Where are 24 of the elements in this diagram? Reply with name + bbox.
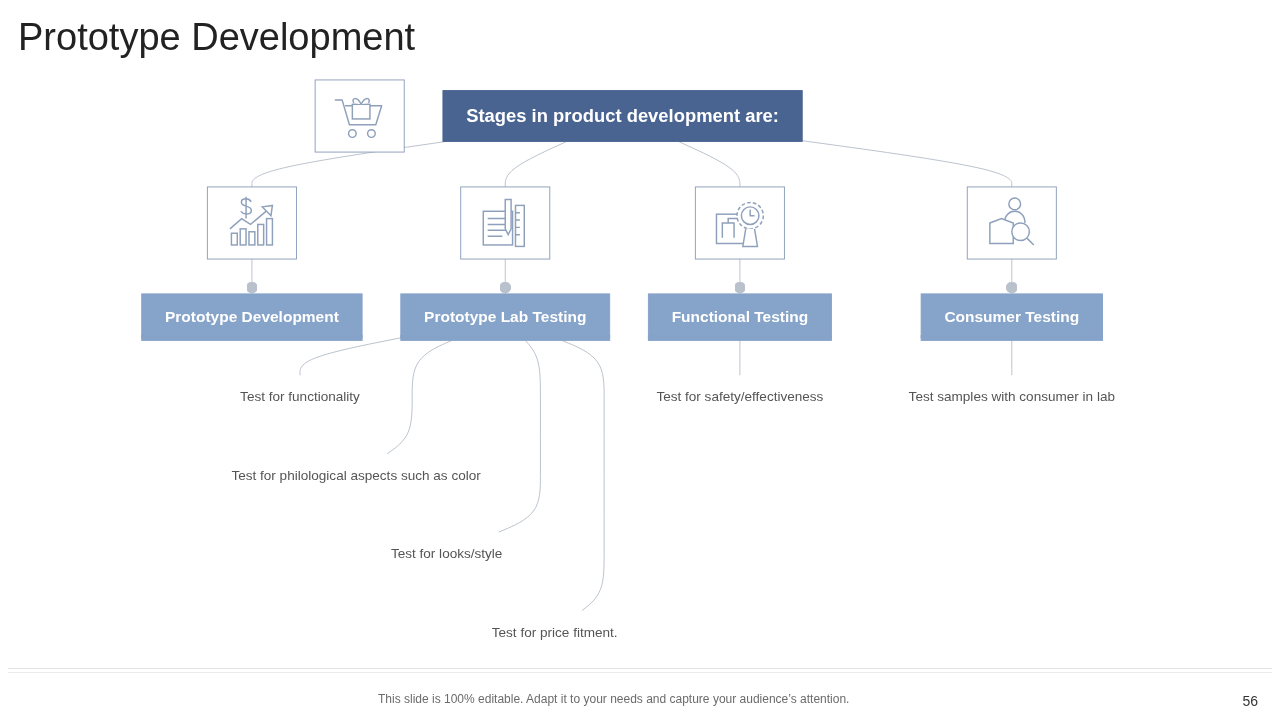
connector-line bbox=[739, 339, 741, 376]
connector-line bbox=[498, 339, 541, 533]
list-item-text: Test for philological aspects such as color bbox=[231, 467, 481, 483]
footer-note: This slide is 100% editable. Adapt it to your needs and capture your audience’s attention. bbox=[378, 692, 850, 706]
stage-box: Prototype Lab Testing bbox=[400, 293, 611, 341]
icon-tile bbox=[460, 186, 551, 260]
connector-line bbox=[801, 140, 1013, 188]
list-item-text: Test for safety/effectiveness bbox=[656, 388, 824, 405]
icon-tile bbox=[694, 186, 785, 260]
icon-tile bbox=[206, 186, 297, 260]
list-item-text: Test for price fitment. bbox=[491, 624, 618, 640]
slide-title: Prototype Development bbox=[18, 15, 416, 60]
list-item-text: Test for functionality bbox=[240, 388, 360, 405]
stage-box: Consumer Testing bbox=[920, 293, 1103, 341]
icon-tile bbox=[966, 186, 1057, 260]
stage-box: Prototype Development bbox=[141, 293, 363, 341]
connector-line bbox=[299, 337, 402, 376]
icon-tile bbox=[314, 79, 405, 153]
list-item-text: Test for looks/style bbox=[390, 545, 503, 562]
list-item-text: Test samples with consumer in lab bbox=[908, 388, 1115, 405]
header-bar: Stages in product development are: bbox=[442, 90, 803, 142]
connector-line bbox=[1011, 339, 1013, 376]
page-number: 56 bbox=[1242, 693, 1258, 709]
stage-box: Functional Testing bbox=[647, 293, 832, 341]
